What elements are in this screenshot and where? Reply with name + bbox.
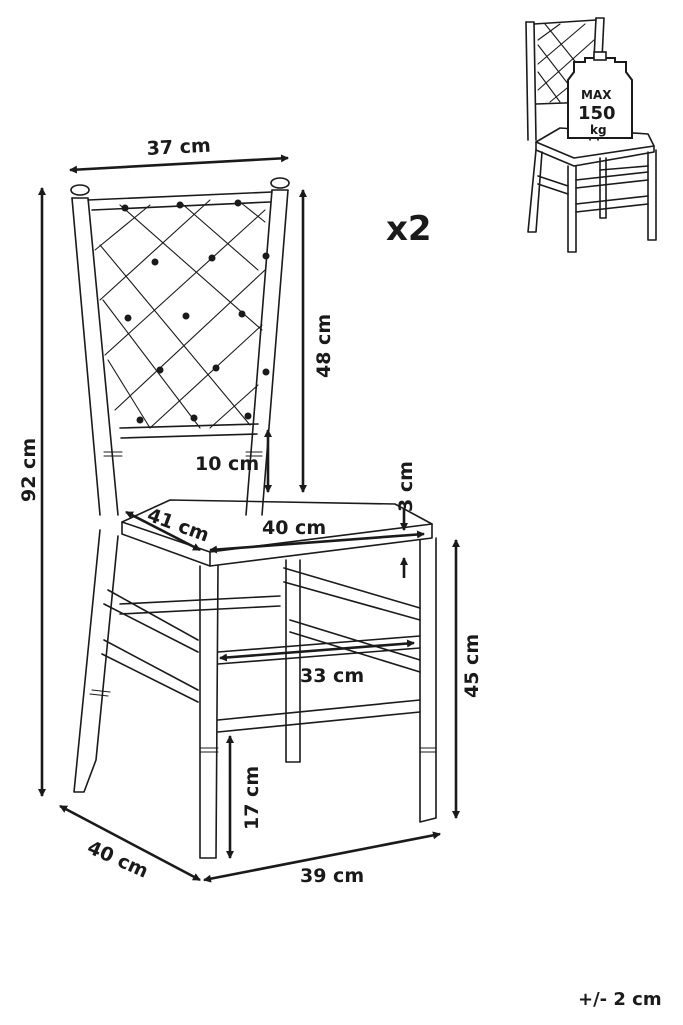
label-base-depth: 40 cm <box>84 836 152 882</box>
load-badge-value: 150 <box>578 103 616 124</box>
quantity-label: x2 <box>386 209 432 249</box>
label-backrest-width: 37 cm <box>146 135 211 160</box>
label-total-height: 92 cm <box>18 438 40 502</box>
label-stretcher-height: 17 cm <box>241 766 263 830</box>
label-base-width: 39 cm <box>300 865 364 887</box>
chair-outline-icon <box>70 177 437 859</box>
label-back-gap: 10 cm <box>195 453 259 475</box>
weight-icon: MAX 150 kg <box>567 51 633 139</box>
label-seat-height: 45 cm <box>461 634 483 698</box>
label-backrest-height: 48 cm <box>313 314 335 378</box>
label-seat-width: 40 cm <box>262 517 326 539</box>
load-badge-max: MAX <box>581 88 612 102</box>
dimension-arrows <box>38 154 460 883</box>
label-seat-thickness: 3 cm <box>395 461 417 512</box>
label-stretcher-width: 33 cm <box>300 665 364 687</box>
load-badge-unit: kg <box>590 123 607 137</box>
tolerance-label: +/- 2 cm <box>578 989 662 1010</box>
